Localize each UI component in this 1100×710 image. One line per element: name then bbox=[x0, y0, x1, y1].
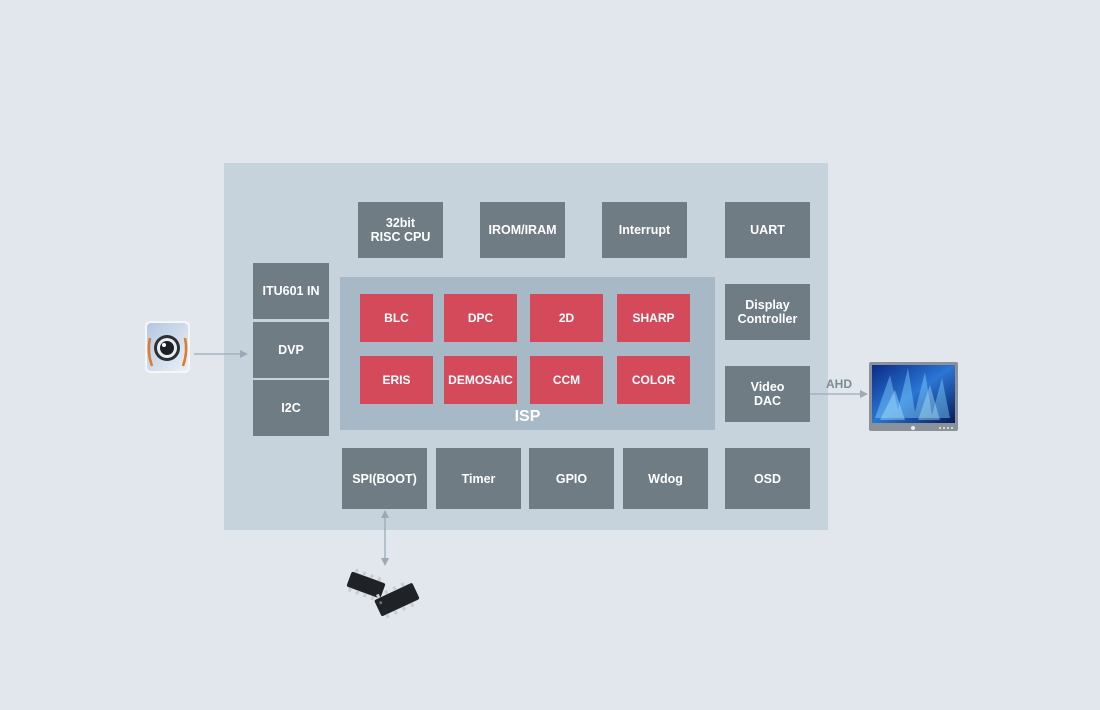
block-itu601-in: ITU601 IN bbox=[253, 263, 329, 319]
block-osd: OSD bbox=[725, 448, 810, 509]
block-display-controller: Display Controller bbox=[725, 284, 810, 340]
isp-block-eris: ERIS bbox=[360, 356, 433, 404]
isp-block-sharp: SHARP bbox=[617, 294, 690, 342]
spi-flash-arrow bbox=[381, 510, 389, 566]
block-risc-cpu: 32bit RISC CPU bbox=[358, 202, 443, 258]
isp-block-color: COLOR bbox=[617, 356, 690, 404]
block-irom-iram: IROM/IRAM bbox=[480, 202, 565, 258]
isp-block-ccm: CCM bbox=[530, 356, 603, 404]
block-interrupt: Interrupt bbox=[602, 202, 687, 258]
isp-block-dpc: DPC bbox=[444, 294, 517, 342]
camera-icon bbox=[145, 321, 190, 373]
block-timer: Timer bbox=[436, 448, 521, 509]
block-i2c: I2C bbox=[253, 380, 329, 436]
block-gpio: GPIO bbox=[529, 448, 614, 509]
block-video-dac: Video DAC bbox=[725, 366, 810, 422]
isp-block-2d: 2D bbox=[530, 294, 603, 342]
output-arrow bbox=[810, 390, 868, 398]
isp-label: ISP bbox=[514, 408, 541, 425]
block-dvp: DVP bbox=[253, 322, 329, 378]
isp-block-demosaic: DEMOSAIC bbox=[444, 356, 517, 404]
input-arrow bbox=[194, 350, 248, 358]
block-spi-boot: SPI(BOOT) bbox=[342, 448, 427, 509]
flash-chip-icon bbox=[346, 568, 420, 619]
ahd-label: AHD bbox=[826, 377, 852, 391]
block-wdog: Wdog bbox=[623, 448, 708, 509]
monitor-icon bbox=[869, 362, 958, 431]
isp-block-blc: BLC bbox=[360, 294, 433, 342]
block-uart: UART bbox=[725, 202, 810, 258]
